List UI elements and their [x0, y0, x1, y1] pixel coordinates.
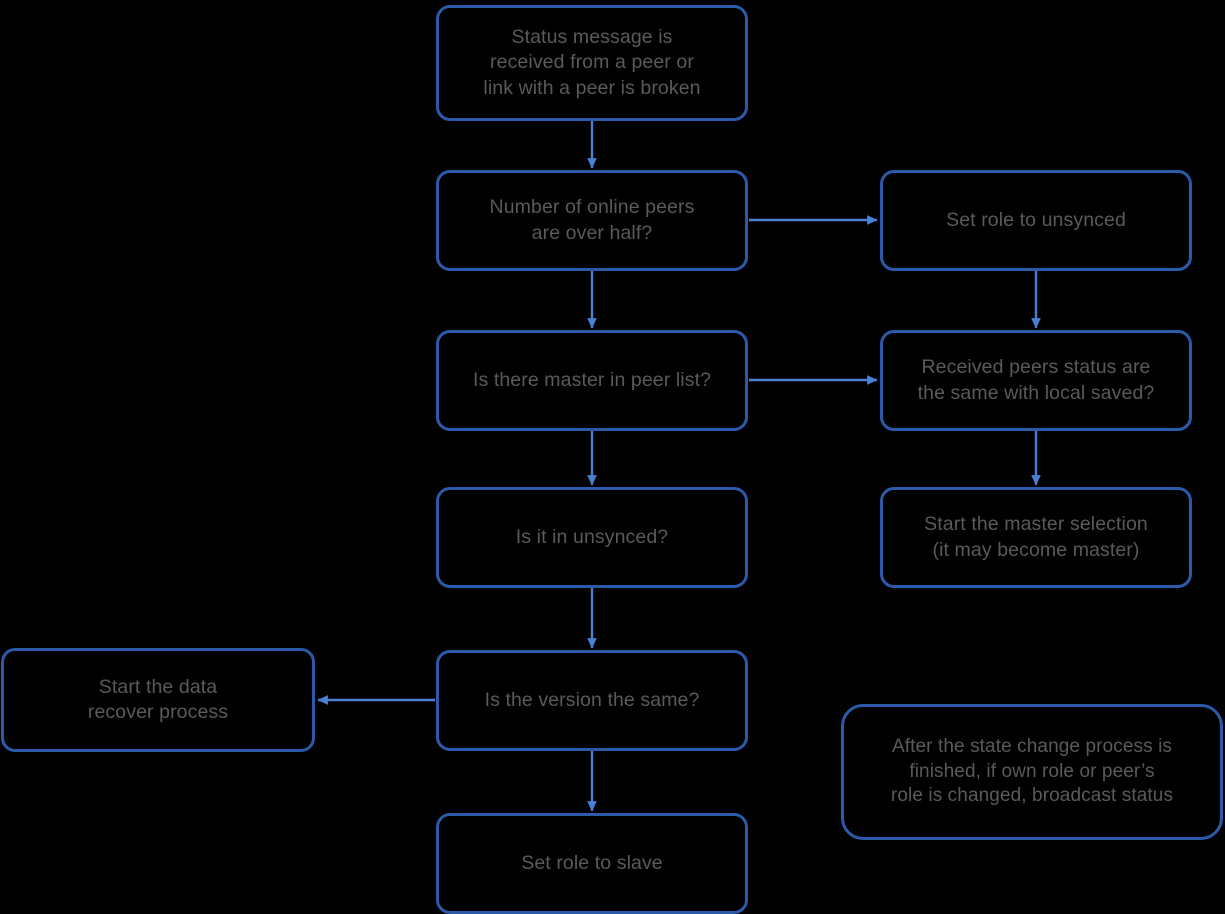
node-peers-status-same-label: Received peers status are the same with … — [917, 356, 1155, 404]
node-online-peers-over-half[interactable]: Number of online peers are over half? — [436, 170, 748, 271]
node-is-it-unsynced[interactable]: Is it in unsynced? — [436, 487, 748, 588]
node-broadcast-note-label: After the state change process is finish… — [890, 735, 1174, 807]
node-version-same[interactable]: Is the version the same? — [436, 650, 748, 751]
node-is-it-unsynced-label: Is it in unsynced? — [515, 525, 669, 548]
node-set-role-unsynced[interactable]: Set role to unsynced — [880, 170, 1192, 271]
node-peers-status-same[interactable]: Received peers status are the same with … — [880, 330, 1192, 431]
node-set-role-unsynced-label: Set role to unsynced — [946, 208, 1126, 231]
node-data-recover-label: Start the data recover process — [87, 675, 229, 723]
node-start-master-selection[interactable]: Start the master selection (it may becom… — [880, 487, 1192, 588]
node-online-peers-over-half-label: Number of online peers are over half? — [489, 196, 695, 244]
node-master-in-peer-list-label: Is there master in peer list? — [472, 368, 712, 391]
node-set-role-slave[interactable]: Set role to slave — [436, 813, 748, 914]
node-broadcast-note[interactable]: After the state change process is finish… — [841, 704, 1223, 840]
node-master-in-peer-list[interactable]: Is there master in peer list? — [436, 330, 748, 431]
node-status-received[interactable]: Status message is received from a peer o… — [436, 5, 748, 121]
node-status-received-label: Status message is received from a peer o… — [483, 25, 701, 99]
node-data-recover[interactable]: Start the data recover process — [1, 648, 315, 752]
node-version-same-label: Is the version the same? — [484, 688, 700, 711]
node-set-role-slave-label: Set role to slave — [521, 851, 663, 874]
node-start-master-selection-label: Start the master selection (it may becom… — [924, 513, 1148, 561]
